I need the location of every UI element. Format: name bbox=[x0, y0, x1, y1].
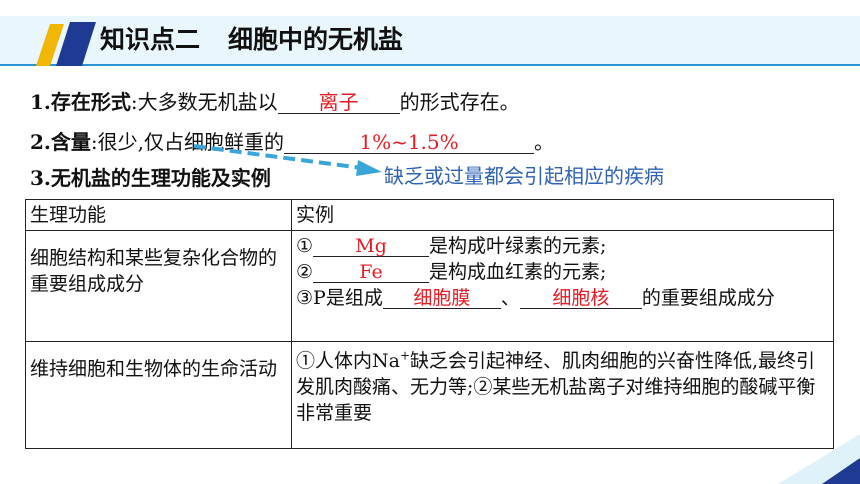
item-form: 1.存在形式:大多数无机盐以离子的形式存在。 bbox=[30, 86, 520, 115]
corner-decoration-icon bbox=[778, 434, 860, 484]
section-number: 知识点二 bbox=[100, 25, 201, 54]
item-text: :大多数无机盐以 bbox=[130, 90, 278, 114]
row1-function: 细胞结构和某些复杂化合物的重要组成成分 bbox=[25, 230, 292, 342]
table-header-row: 生理功能 实例 bbox=[25, 199, 834, 231]
item-label: .含量 bbox=[43, 130, 91, 154]
table-header-function: 生理功能 bbox=[25, 199, 292, 231]
section-name: 细胞中的无机盐 bbox=[228, 25, 404, 54]
section-title: 知识点二细胞中的无机盐 bbox=[100, 22, 403, 58]
header-bar bbox=[0, 16, 860, 66]
example-line-p: ③P是组成细胞膜、细胞核的重要组成成分 bbox=[296, 287, 775, 309]
answer-blank-membrane: 细胞膜 bbox=[382, 288, 501, 309]
item-functions: 3.无机盐的生理功能及实例 bbox=[30, 162, 271, 191]
item-label: .无机盐的生理功能及实例 bbox=[43, 166, 271, 190]
table-row: 维持细胞和生物体的生命活动 ①人体内Na+缺乏会引起神经、肌肉细胞的兴奋性降低,… bbox=[25, 341, 834, 449]
item-text-after: 。 bbox=[534, 130, 554, 154]
item-number: 2 bbox=[30, 130, 44, 154]
item-number: 3 bbox=[30, 166, 44, 190]
item-text-after: 的形式存在。 bbox=[399, 90, 520, 114]
item-text: :很少,仅占细胞鲜重的 bbox=[90, 130, 284, 154]
disease-note: 缺乏或过量都会引起相应的疾病 bbox=[384, 164, 664, 188]
section-logo-icon bbox=[36, 22, 96, 66]
row2-example: ①人体内Na+缺乏会引起神经、肌肉细胞的兴奋性降低,最终引发肌肉酸痛、无力等;②… bbox=[291, 341, 834, 449]
item-number: 1 bbox=[30, 90, 44, 114]
row2-function: 维持细胞和生物体的生命活动 bbox=[25, 341, 292, 449]
dashed-arrow-icon bbox=[193, 144, 382, 176]
table-header-example: 实例 bbox=[291, 199, 834, 231]
answer-blank-fe: Fe bbox=[313, 262, 430, 283]
answer-blank-ion: 离子 bbox=[277, 91, 400, 114]
answer-blank-nucleus: 细胞核 bbox=[519, 288, 642, 309]
answer-blank-percentage: 1%~1.5% bbox=[284, 131, 534, 154]
answer-blank-mg: Mg bbox=[313, 236, 430, 257]
item-label: .存在形式 bbox=[43, 90, 131, 114]
